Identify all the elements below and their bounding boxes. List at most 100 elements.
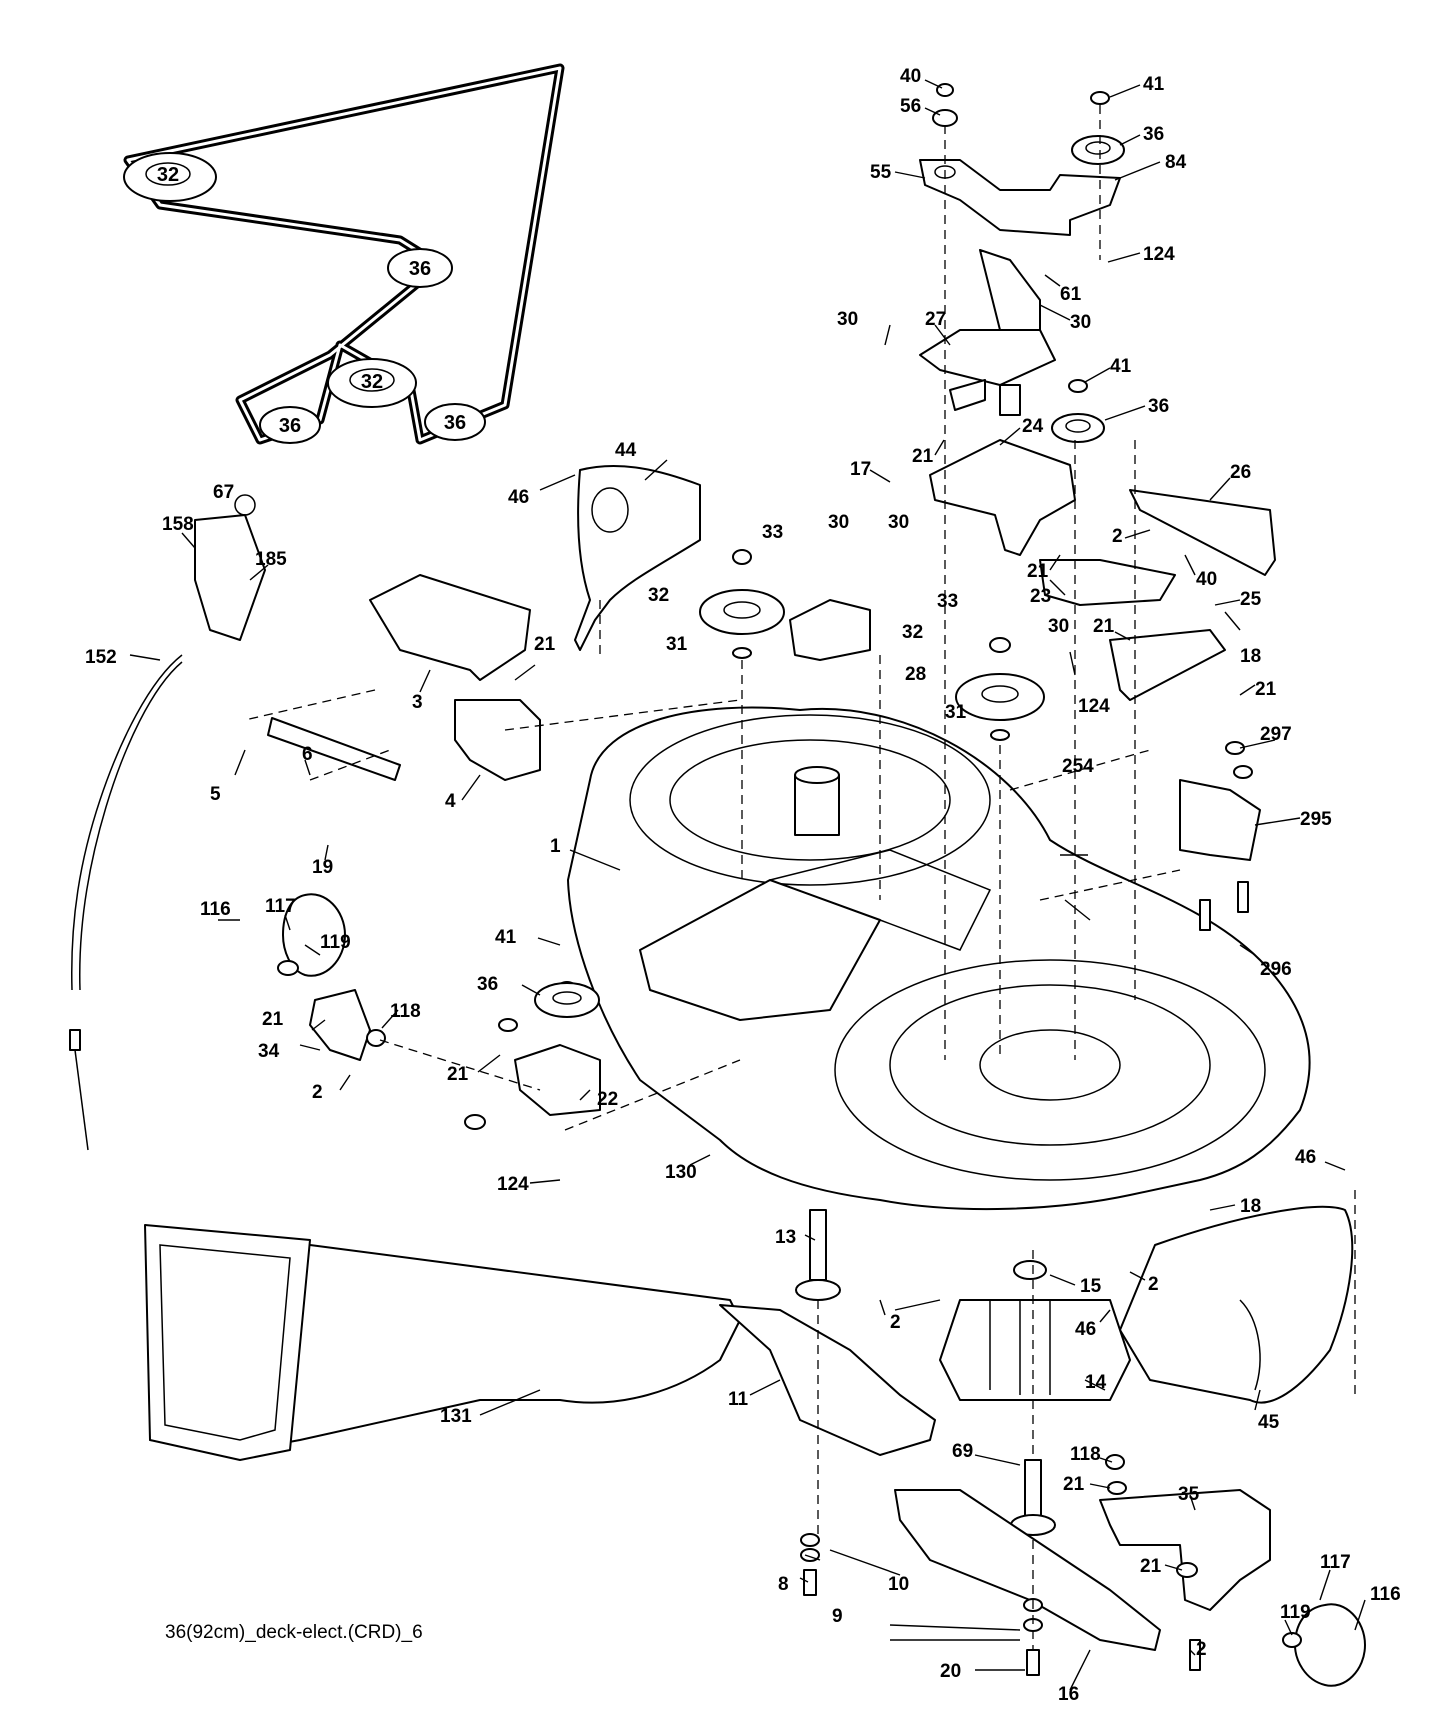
callout-number: 117 bbox=[265, 896, 296, 917]
callout-number: 2 bbox=[1196, 1639, 1207, 1660]
belt-pulley-label: 36 bbox=[279, 415, 301, 437]
callout-number: 124 bbox=[497, 1174, 529, 1195]
callout-number: 131 bbox=[440, 1406, 472, 1427]
belt-pulley-label: 36 bbox=[444, 412, 466, 434]
callout-number: 36 bbox=[1148, 396, 1169, 417]
callout-number: 117 bbox=[1320, 1552, 1351, 1573]
callout-number: 31 bbox=[666, 634, 688, 655]
callout-number: 41 bbox=[1110, 356, 1132, 377]
callout-number: 2 bbox=[1148, 1274, 1159, 1295]
callout-leader-lines bbox=[129, 79, 1366, 1691]
callout-number: 124 bbox=[1078, 696, 1110, 717]
mower-deck-shell bbox=[567, 706, 1311, 1211]
callout-number: 15 bbox=[1080, 1276, 1102, 1297]
callout-number: 21 bbox=[262, 1009, 284, 1030]
left-bracket-assembly bbox=[69, 465, 701, 1151]
callout-number: 21 bbox=[447, 1064, 469, 1085]
callout-number: 116 bbox=[200, 899, 231, 920]
callout-numbers: 40 56 41 36 84 55 124 61 30 27 30 41 36 … bbox=[85, 66, 1401, 1705]
callout-number: 24 bbox=[1022, 416, 1044, 437]
callout-number: 33 bbox=[937, 591, 958, 612]
callout-number: 17 bbox=[850, 459, 871, 480]
exploded-view-lines bbox=[244, 105, 1356, 1650]
callout-number: 40 bbox=[900, 66, 921, 87]
callout-number: 3 bbox=[412, 692, 423, 713]
callout-number: 116 bbox=[1370, 1584, 1401, 1605]
callout-number: 2 bbox=[1112, 526, 1123, 547]
callout-number: 21 bbox=[534, 634, 556, 655]
callout-number: 41 bbox=[495, 927, 517, 948]
callout-number: 46 bbox=[508, 487, 529, 508]
callout-number: 30 bbox=[888, 512, 909, 533]
callout-number: 84 bbox=[1165, 152, 1187, 173]
callout-number: 158 bbox=[162, 514, 194, 535]
callout-number: 34 bbox=[258, 1041, 280, 1062]
discharge-chute bbox=[144, 1224, 741, 1461]
callout-number: 40 bbox=[1196, 569, 1217, 590]
spindle-and-blades bbox=[719, 1209, 1161, 1676]
callout-number: 6 bbox=[302, 744, 313, 765]
callout-number: 69 bbox=[952, 1441, 973, 1462]
belt-pulley-center: 32 bbox=[327, 358, 417, 408]
callout-number: 67 bbox=[213, 482, 234, 503]
callout-number: 119 bbox=[1280, 1602, 1311, 1623]
callout-number: 118 bbox=[390, 1001, 421, 1022]
callout-number: 56 bbox=[900, 96, 921, 117]
callout-number: 2 bbox=[312, 1082, 323, 1103]
callout-number: 13 bbox=[775, 1227, 796, 1248]
callout-number: 45 bbox=[1258, 1412, 1280, 1433]
belt-pulley-mid: 36 bbox=[387, 248, 453, 288]
callout-number: 295 bbox=[1300, 809, 1332, 830]
callout-number: 32 bbox=[902, 622, 923, 643]
callout-number: 118 bbox=[1070, 1444, 1101, 1465]
callout-number: 21 bbox=[1063, 1474, 1085, 1495]
callout-number: 30 bbox=[1048, 616, 1069, 637]
callout-number: 21 bbox=[912, 446, 934, 467]
callout-number: 9 bbox=[832, 1606, 843, 1627]
callout-number: 46 bbox=[1075, 1319, 1096, 1340]
callout-number: 33 bbox=[762, 522, 783, 543]
callout-number: 8 bbox=[778, 1574, 789, 1595]
callout-number: 44 bbox=[615, 440, 637, 461]
diagram-caption: 36(92cm)_deck-elect.(CRD)_6 bbox=[165, 1622, 423, 1643]
belt-pulley-label: 32 bbox=[157, 164, 179, 186]
callout-number: 36 bbox=[1143, 124, 1164, 145]
callout-number: 119 bbox=[320, 932, 351, 953]
callout-number: 36 bbox=[477, 974, 498, 995]
side-deflector bbox=[1119, 1205, 1354, 1404]
callout-number: 25 bbox=[1240, 589, 1262, 610]
callout-number: 16 bbox=[1058, 1684, 1079, 1705]
callout-number: 152 bbox=[85, 647, 117, 668]
callout-number: 130 bbox=[665, 1162, 697, 1183]
callout-number: 61 bbox=[1060, 284, 1082, 305]
callout-number: 30 bbox=[837, 309, 858, 330]
callout-number: 22 bbox=[597, 1089, 618, 1110]
callout-number: 27 bbox=[925, 309, 946, 330]
callout-number: 32 bbox=[648, 585, 669, 606]
callout-number: 11 bbox=[728, 1389, 749, 1410]
callout-number: 14 bbox=[1085, 1372, 1107, 1393]
callout-number: 254 bbox=[1062, 756, 1094, 777]
callout-number: 1 bbox=[550, 836, 561, 857]
belt-pulley-top-left: 32 bbox=[123, 152, 217, 202]
callout-number: 46 bbox=[1295, 1147, 1316, 1168]
callout-number: 10 bbox=[888, 1574, 909, 1595]
callout-number: 18 bbox=[1240, 1196, 1261, 1217]
callout-number: 2 bbox=[890, 1312, 901, 1333]
callout-number: 41 bbox=[1143, 74, 1165, 95]
callout-number: 28 bbox=[905, 664, 926, 685]
belt-pulley-bottom-left: 36 bbox=[259, 406, 321, 444]
callout-number: 20 bbox=[940, 1661, 961, 1682]
callout-number: 19 bbox=[312, 857, 333, 878]
callout-number: 21 bbox=[1255, 679, 1277, 700]
callout-number: 4 bbox=[445, 791, 456, 812]
callout-number: 35 bbox=[1178, 1484, 1200, 1505]
belt-pulley-bottom-right: 36 bbox=[424, 403, 486, 441]
callout-number: 21 bbox=[1027, 561, 1049, 582]
callout-number: 185 bbox=[255, 549, 287, 570]
callout-number: 5 bbox=[210, 784, 221, 805]
callout-number: 30 bbox=[1070, 312, 1091, 333]
deck-pulleys bbox=[464, 549, 1045, 1130]
callout-number: 26 bbox=[1230, 462, 1251, 483]
